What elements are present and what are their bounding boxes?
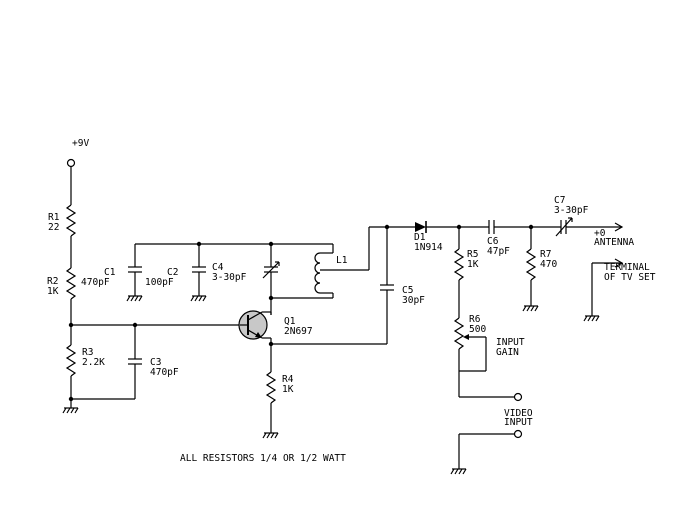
d1-ref: D1 bbox=[414, 232, 426, 243]
r6-note-line1: INPUT bbox=[496, 337, 525, 348]
r6-value: 500 bbox=[469, 324, 486, 335]
r6-ref: R6 bbox=[469, 314, 481, 325]
c3-ref: C3 bbox=[150, 357, 161, 368]
c2-value: 100pF bbox=[145, 277, 174, 288]
video-label-line1: VIDEO bbox=[504, 408, 533, 419]
c6-value: 47pF bbox=[487, 246, 510, 257]
c7-value: 3-30pF bbox=[554, 205, 589, 216]
c6-ref: C6 bbox=[487, 236, 499, 247]
ground-r3 bbox=[62, 407, 79, 414]
c4-ref: C4 bbox=[212, 262, 224, 273]
r6-note-line2: GAIN bbox=[496, 347, 519, 358]
r6-potentiometer bbox=[453, 317, 465, 350]
supply-label: +9V bbox=[72, 138, 89, 149]
r5-value: 1K bbox=[467, 259, 479, 270]
ground-video bbox=[450, 468, 467, 475]
c1-capacitor bbox=[126, 244, 143, 302]
r1-ref: R1 bbox=[48, 212, 60, 223]
c2-ref: C2 bbox=[167, 267, 178, 278]
r2-value: 1K bbox=[47, 286, 59, 297]
supply-terminal bbox=[66, 158, 76, 168]
c5-ref: C5 bbox=[402, 285, 413, 296]
r7-ref: R7 bbox=[540, 249, 551, 260]
footnote: ALL RESISTORS 1/4 OR 1/2 WATT bbox=[180, 453, 346, 464]
c6-capacitor bbox=[488, 220, 495, 234]
ground-r4 bbox=[262, 432, 279, 439]
antenna-label-line2: ANTENNA bbox=[594, 237, 634, 248]
c3-capacitor bbox=[128, 325, 142, 399]
l1-ref: L1 bbox=[336, 255, 348, 266]
r2-resistor bbox=[65, 267, 77, 300]
d1-value: 1N914 bbox=[414, 242, 443, 253]
c7-ref: C7 bbox=[554, 195, 565, 206]
video-label-line2: INPUT bbox=[504, 417, 533, 428]
r3-value: 2.2K bbox=[82, 357, 105, 368]
c5-capacitor bbox=[380, 227, 394, 344]
ground-tv bbox=[583, 315, 600, 322]
video-ground-terminal bbox=[513, 429, 523, 439]
c3-value: 470pF bbox=[150, 367, 179, 378]
r3-ref: R3 bbox=[82, 347, 93, 358]
r4-ref: R4 bbox=[282, 374, 294, 385]
r5-ref: R5 bbox=[467, 249, 478, 260]
q1-transistor bbox=[238, 310, 272, 340]
antenna-label-line1: +0 bbox=[594, 228, 606, 239]
q1-value: 2N697 bbox=[284, 326, 313, 337]
c2-capacitor bbox=[190, 244, 207, 302]
r1-resistor bbox=[65, 204, 77, 237]
c4-value: 3-30pF bbox=[212, 272, 247, 283]
r4-value: 1K bbox=[282, 384, 294, 395]
tv-label-line2: OF TV SET bbox=[604, 272, 656, 283]
r7-value: 470 bbox=[540, 259, 557, 270]
c5-value: 30pF bbox=[402, 295, 425, 306]
c1-ref: C1 bbox=[104, 267, 116, 278]
r5-resistor bbox=[453, 248, 465, 281]
r2-ref: R2 bbox=[47, 276, 58, 287]
r4-resistor bbox=[265, 371, 277, 404]
r1-value: 22 bbox=[48, 222, 59, 233]
q1-ref: Q1 bbox=[284, 316, 296, 327]
r3-resistor bbox=[65, 344, 77, 377]
tv-label-line1: TERMINAL bbox=[604, 262, 650, 273]
l1-inductor bbox=[271, 244, 334, 299]
ground-r7 bbox=[522, 305, 539, 312]
video-input-terminal bbox=[513, 392, 523, 402]
r7-resistor bbox=[525, 248, 537, 281]
c1-value: 470pF bbox=[81, 277, 110, 288]
c4-trimmer-capacitor bbox=[262, 244, 280, 315]
